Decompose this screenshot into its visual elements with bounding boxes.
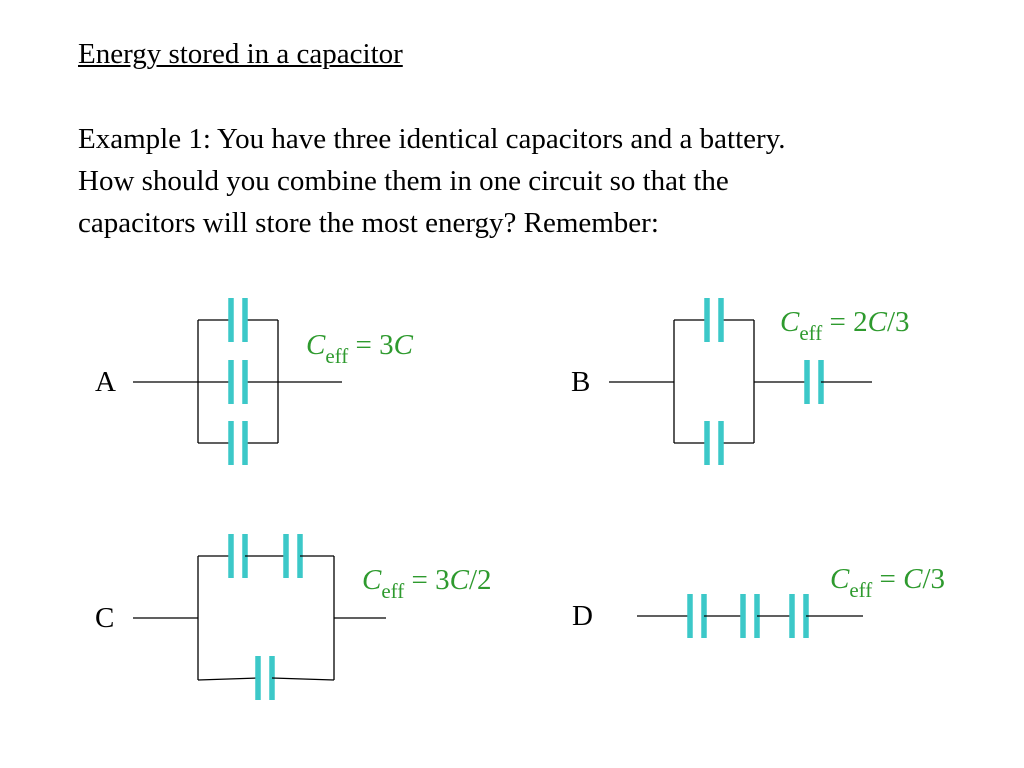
circuit-b-label: B bbox=[571, 366, 591, 398]
circuit-c-label: C bbox=[95, 602, 115, 634]
slide-title: Energy stored in a capacitor bbox=[78, 38, 403, 70]
paragraph-line-1: Example 1: You have three identical capa… bbox=[78, 123, 786, 155]
circuit-c-ceff: Ceff = 3C/2 bbox=[362, 564, 492, 603]
example-paragraph: Example 1: You have three identical capa… bbox=[78, 118, 978, 244]
circuit-a-ceff: Ceff = 3C bbox=[306, 329, 413, 368]
circuit-d-diagram bbox=[637, 594, 863, 638]
circuit-c-diagram bbox=[133, 534, 386, 700]
circuit-b-diagram bbox=[609, 298, 872, 465]
circuit-b-ceff: Ceff = 2C/3 bbox=[780, 306, 910, 345]
circuit-d-ceff: Ceff = C/3 bbox=[830, 563, 946, 602]
circuit-d-label: D bbox=[572, 600, 593, 632]
circuit-a-diagram bbox=[133, 298, 342, 465]
paragraph-line-2: How should you combine them in one circu… bbox=[78, 165, 729, 197]
circuit-a-label: A bbox=[95, 366, 116, 398]
paragraph-line-3: capacitors will store the most energy? R… bbox=[78, 207, 659, 239]
